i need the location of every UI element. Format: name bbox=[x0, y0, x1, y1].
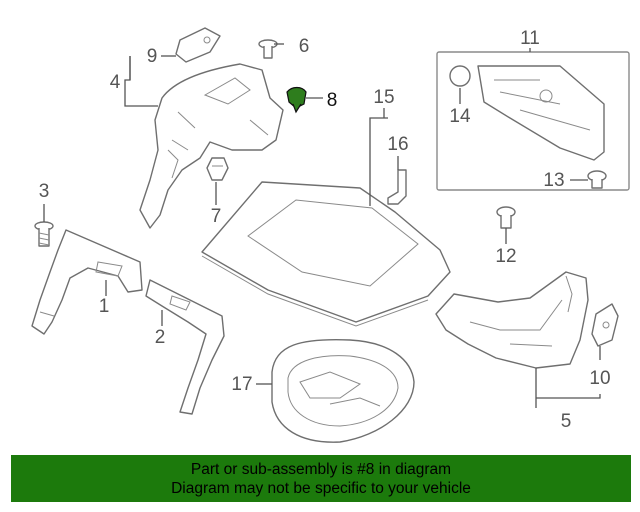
leader-lines bbox=[43, 43, 601, 408]
info-banner: Part or sub-assembly is #8 in diagram Di… bbox=[11, 455, 631, 502]
callout-8: 8 bbox=[327, 90, 338, 111]
part-14-cap bbox=[449, 65, 471, 87]
part-3-bolt bbox=[34, 221, 54, 247]
parts-diagram: 1 2 3 4 5 6 7 8 9 10 11 12 13 14 15 16 1… bbox=[31, 27, 630, 443]
part-13-clip bbox=[587, 170, 607, 189]
part-17-spare-tub bbox=[271, 338, 415, 443]
part-2-pillar-trim bbox=[145, 279, 225, 415]
part-1-pillar-trim bbox=[31, 229, 143, 335]
callout-14: 14 bbox=[449, 106, 471, 127]
callout-12: 12 bbox=[495, 246, 516, 267]
part-7-clip bbox=[206, 157, 229, 181]
callout-17: 17 bbox=[231, 374, 252, 395]
callout-3: 3 bbox=[39, 181, 50, 202]
part-15-floor-board bbox=[201, 181, 451, 327]
callout-11: 11 bbox=[520, 28, 540, 49]
part-10-cover bbox=[591, 303, 619, 347]
part-16-bracket bbox=[387, 169, 407, 205]
part-11-sill-trim bbox=[436, 51, 630, 191]
callout-9: 9 bbox=[147, 46, 158, 67]
callout-1: 1 bbox=[99, 296, 110, 317]
part-9-cover bbox=[175, 27, 221, 63]
callout-5: 5 bbox=[561, 411, 572, 432]
banner-line-1: Part or sub-assembly is #8 in diagram bbox=[190, 461, 452, 478]
callout-16: 16 bbox=[387, 134, 408, 155]
callout-15: 15 bbox=[373, 87, 394, 108]
banner-line-2: Diagram may not be specific to your vehi… bbox=[171, 480, 471, 497]
part-8-highlighted-clip bbox=[286, 86, 307, 114]
callout-10: 10 bbox=[589, 368, 610, 389]
callout-13: 13 bbox=[543, 170, 564, 191]
callout-7: 7 bbox=[211, 206, 222, 227]
callout-2: 2 bbox=[155, 327, 166, 348]
part-4-left-quarter-trim bbox=[139, 63, 284, 229]
part-5-right-quarter-trim bbox=[435, 271, 589, 369]
part-6-clip bbox=[258, 39, 278, 59]
callout-6: 6 bbox=[299, 36, 310, 57]
callout-4: 4 bbox=[110, 72, 121, 93]
part-12-clip bbox=[496, 206, 516, 229]
